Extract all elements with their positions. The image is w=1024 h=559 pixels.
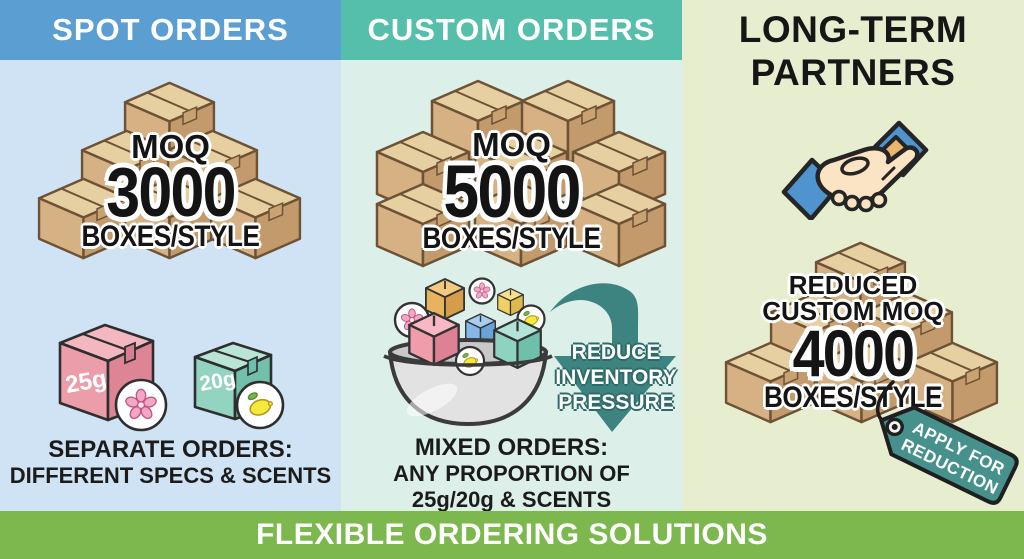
custom-caption-line3: 25g/20g & SCENTS (411, 487, 612, 512)
partners-moq-block: REDUCED CUSTOM MOQ 4000 BOXES/STYLE (682, 272, 1024, 413)
custom-moq-block: MOQ 5000 BOXES/STYLE (341, 128, 682, 254)
reduce-arrow-text: REDUCE INVENTORY PRESSURE (540, 340, 692, 415)
spot-moq-label: MOQ (131, 128, 210, 165)
spot-orders-header: SPOT ORDERS (0, 0, 341, 60)
arrow-line3: PRESSURE (558, 391, 674, 414)
mixing-bowl-icon (383, 277, 553, 426)
box-25g-icon: 25g (58, 323, 155, 422)
custom-orders-header: CUSTOM ORDERS (341, 0, 682, 60)
long-term-partners-title: LONG-TERM PARTNERS (682, 8, 1024, 94)
partners-moq-value: 4000 (792, 316, 916, 390)
custom-caption-title: MIXED ORDERS: (414, 434, 609, 461)
box-20g-icon: 20g (193, 341, 273, 421)
spot-caption: SEPARATE ORDERS: DIFFERENT SPECS & SCENT… (0, 436, 341, 489)
flower-scent-icon (468, 277, 496, 305)
spot-caption-title: SEPARATE ORDERS: (48, 436, 293, 463)
footer-label: FLEXIBLE ORDERING SOLUTIONS (256, 518, 768, 551)
custom-moq-label: MOQ (472, 126, 551, 163)
spot-caption-line: DIFFERENT SPECS & SCENTS (9, 463, 332, 488)
reduce-arrow-icon (550, 283, 676, 432)
custom-caption: MIXED ORDERS: ANY PROPORTION OF 25g/20g … (341, 434, 682, 513)
spot-moq-block: MOQ 3000 BOXES/STYLE (0, 130, 341, 252)
spot-orders-header-label: SPOT ORDERS (52, 12, 289, 47)
lemon-scent-icon (454, 345, 486, 377)
custom-moq-value: 5000 (443, 150, 581, 233)
partners-moq-line2: CUSTOM MOQ (762, 296, 944, 326)
custom-orders-header-label: CUSTOM ORDERS (367, 12, 656, 47)
spot-moq-unit: BOXES/STYLE (81, 220, 260, 253)
partners-title-line1: LONG-TERM (738, 9, 968, 50)
lemon-scent-icon (235, 380, 285, 430)
handshake-icon (781, 120, 929, 220)
arrow-line2: INVENTORY (555, 366, 677, 389)
footer-banner: FLEXIBLE ORDERING SOLUTIONS (0, 511, 1024, 559)
partners-title-line2: PARTNERS (750, 52, 956, 93)
spot-product-boxes: 25g 20g (58, 323, 285, 432)
spot-moq-value: 3000 (106, 153, 236, 231)
custom-moq-unit: BOXES/STYLE (422, 222, 601, 255)
mini-box-pink (408, 312, 460, 366)
flower-scent-icon (114, 378, 168, 432)
price-tag-icon: APPLY FOR REDUCTION (875, 380, 1019, 505)
partners-moq-line1: REDUCED (788, 270, 918, 300)
custom-orders-panel: CUSTOM ORDERS (341, 0, 682, 559)
arrow-line1: REDUCE (571, 341, 661, 364)
custom-caption-line2: ANY PROPORTION OF (393, 461, 630, 486)
